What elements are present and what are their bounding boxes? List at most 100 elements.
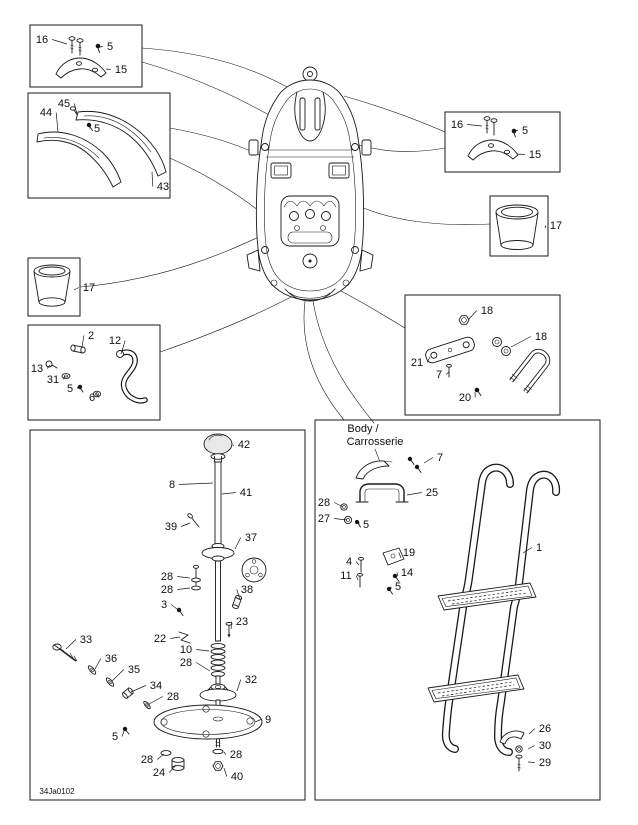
leader-line <box>221 492 236 495</box>
part-label-36: 36 <box>105 653 117 665</box>
part-label-38: 38 <box>241 584 253 596</box>
connector-lines <box>79 47 491 424</box>
leader-line <box>223 767 228 777</box>
callout-box-ladder <box>314 419 601 801</box>
storage-cup-left <box>33 264 71 307</box>
leader-line <box>76 385 80 389</box>
part-label-33: 33 <box>80 634 92 646</box>
part-label-22: 22 <box>154 633 166 645</box>
pin-icon <box>474 387 482 396</box>
leader-line <box>355 561 360 566</box>
spring-clip-part <box>178 631 191 644</box>
base-plate-part <box>153 704 263 740</box>
leader-line <box>73 103 78 115</box>
leader-line <box>170 604 178 610</box>
part-label-31: 31 <box>47 374 59 386</box>
leader-line <box>334 518 348 521</box>
storage-cup-right <box>495 204 539 250</box>
part-label-37: 37 <box>245 532 257 544</box>
cleat-part <box>55 57 107 79</box>
washer-icon <box>515 745 523 753</box>
part-label-28: 28 <box>141 754 153 766</box>
part-label-42: 42 <box>238 439 250 451</box>
part-label-28: 28 <box>161 584 173 596</box>
trim-strip-assembly <box>36 106 167 188</box>
pin-icon <box>176 607 184 616</box>
damper-disc-part <box>201 543 235 562</box>
leader-line <box>232 444 235 447</box>
part-label-11: 11 <box>340 570 351 582</box>
seat-area <box>280 195 340 247</box>
part-label-44: 44 <box>40 107 52 119</box>
ladder-step-lower <box>427 674 525 703</box>
screw-icon <box>68 36 84 56</box>
screw-icon <box>515 754 523 772</box>
part-label-13: 13 <box>31 363 43 375</box>
leader-line <box>46 364 51 369</box>
part-label-10: 10 <box>180 644 192 656</box>
part-label-2: 2 <box>88 330 94 342</box>
part-label-34ja0102: 34Ja0102 <box>39 787 75 796</box>
pin-icon <box>407 456 422 473</box>
bolt-with-washers <box>191 564 201 591</box>
lower-flange-part <box>199 683 237 702</box>
pole-shaft-lower <box>215 560 221 642</box>
bushing-pair-bottom <box>160 750 185 771</box>
callout-box-trim <box>27 92 171 199</box>
leader-line <box>406 492 422 496</box>
spacer-icon <box>122 687 134 699</box>
vehicle-body-top-view <box>246 66 374 302</box>
leader-line <box>168 764 177 773</box>
part-label-26: 26 <box>539 723 551 735</box>
leader-line <box>396 572 399 577</box>
part-label-29: 29 <box>539 757 551 769</box>
part-label-21: 21 <box>411 357 423 369</box>
part-label-3: 3 <box>161 599 167 611</box>
screw-icon <box>483 116 498 136</box>
part-label-5: 5 <box>107 41 113 53</box>
washer-icon <box>160 750 172 756</box>
leader-line <box>223 751 227 755</box>
part-label-15: 15 <box>529 149 541 161</box>
lever-assembly <box>45 344 148 404</box>
leader-line <box>151 171 154 187</box>
part-label-carrosserie: Carrosserie <box>347 436 404 448</box>
leader-line <box>181 522 191 527</box>
leader-line <box>62 375 66 380</box>
leader-line <box>55 112 59 133</box>
part-label-24: 24 <box>153 767 165 779</box>
part-label-4: 4 <box>346 556 352 568</box>
leader-line <box>111 669 125 682</box>
part-label-23: 23 <box>236 616 248 628</box>
part-label-7: 7 <box>436 369 442 381</box>
part-label-5: 5 <box>363 519 369 531</box>
hook-foot-part <box>499 730 525 745</box>
body-attachment-bracket <box>355 460 393 480</box>
part-label-5: 5 <box>522 125 528 137</box>
leader-line <box>513 130 518 132</box>
spring-part <box>210 643 226 671</box>
knob-part <box>203 433 233 463</box>
roller-part <box>231 595 243 609</box>
part-label-28: 28 <box>161 571 173 583</box>
leader-line <box>236 679 242 692</box>
callout-box-cleat-right <box>444 111 561 173</box>
part-label-28: 28 <box>318 497 330 509</box>
callout-box-lever <box>27 324 161 421</box>
pivot-cylinder <box>70 344 86 354</box>
pin-icon <box>354 519 361 528</box>
hex-nut-icon <box>458 315 470 325</box>
ladder-assembly <box>340 448 561 772</box>
leader-line <box>105 68 111 70</box>
hex-nut-icon <box>212 761 224 771</box>
washer-icon <box>212 748 224 755</box>
part-label-14: 14 <box>401 567 413 579</box>
part-label-34: 34 <box>150 680 162 692</box>
washer-icon <box>143 700 151 710</box>
leader-line <box>544 225 547 229</box>
leader-line <box>196 662 211 672</box>
leader-line <box>179 482 214 485</box>
steering-pole-assembly <box>52 433 267 771</box>
